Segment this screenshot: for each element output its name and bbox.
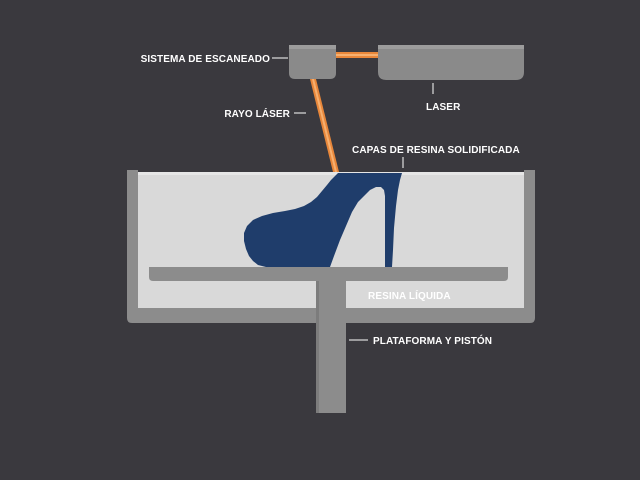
label-laser: LASER [426,102,461,113]
laser-unit [378,45,524,80]
solidified-shoe [244,173,402,267]
label-solidified-layers: CAPAS DE RESINA SOLIDIFICADA [352,145,520,156]
label-laser-beam: RAYO LÁSER [224,107,290,120]
scanning-system-head [289,45,336,79]
label-scanning-system: SISTEMA DE ESCANEADO [141,54,271,65]
piston-rod [316,281,346,413]
label-platform-piston: PLATAFORMA Y PISTÓN [373,334,492,347]
build-platform [149,267,508,281]
label-liquid-resin: RESINA LÍQUIDA [368,289,451,302]
